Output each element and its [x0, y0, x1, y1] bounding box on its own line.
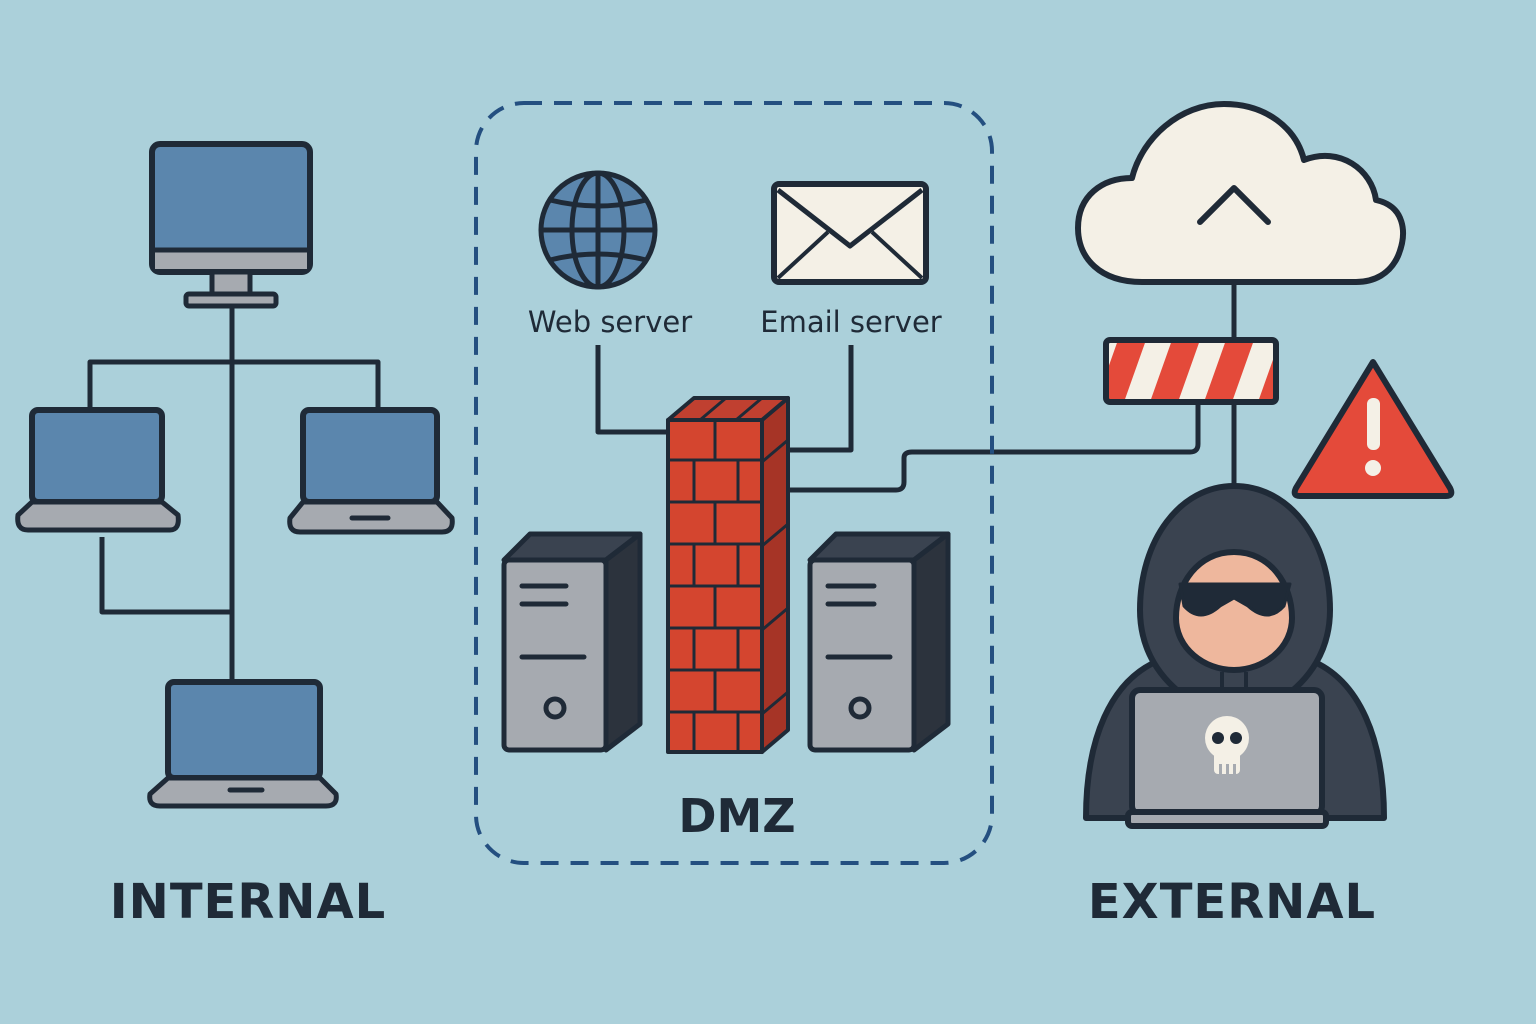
desktop-computer[interactable] [149, 141, 313, 309]
dmz-boundary [474, 101, 994, 865]
laptop-left[interactable] [15, 407, 181, 533]
email-server-label: Email server [760, 305, 942, 339]
laptop-bottom[interactable] [147, 679, 339, 809]
external-zone-label: EXTERNAL [1088, 874, 1376, 930]
web-server-label: Web server [528, 305, 692, 339]
cloud-upload-icon [1075, 101, 1406, 285]
globe-icon [538, 170, 658, 290]
internal-zone-label: INTERNAL [110, 874, 386, 930]
envelope-icon [771, 181, 929, 285]
dmz-label: DMZ [678, 789, 795, 843]
striped-barrier-icon [1103, 337, 1279, 405]
brick-wall-icon [666, 396, 790, 754]
server-tower-left [501, 531, 643, 753]
warning-triangle-icon [1291, 359, 1455, 499]
skull-icon [1205, 716, 1249, 774]
laptop-right[interactable] [287, 407, 455, 535]
server-tower-right [807, 531, 951, 753]
